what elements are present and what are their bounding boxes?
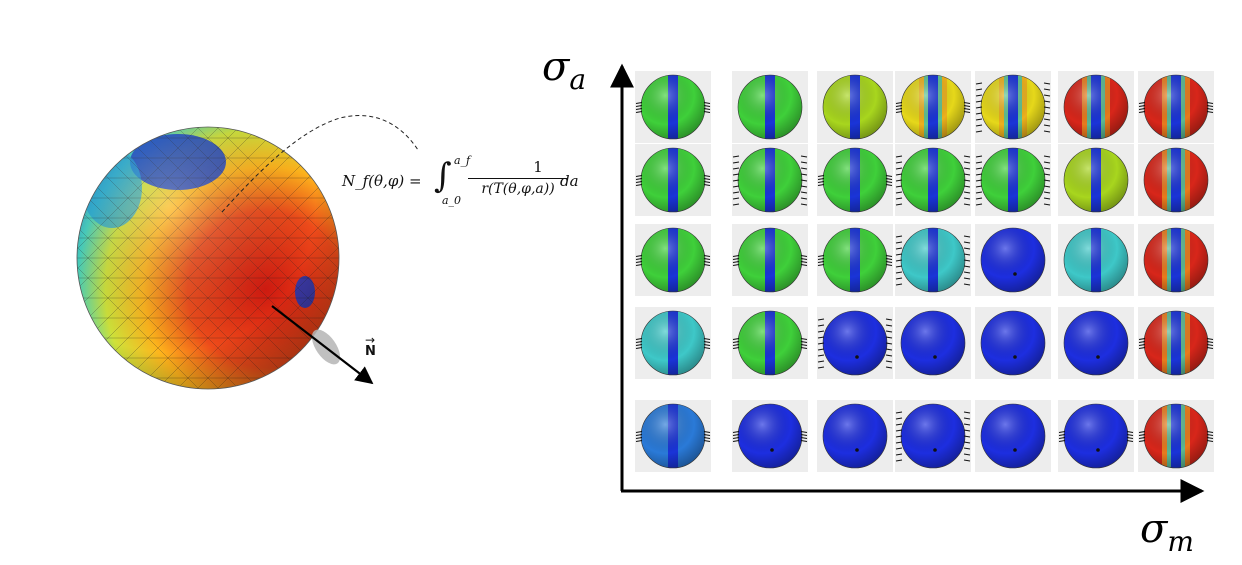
grid-sphere [817,307,893,379]
grid-sphere [1138,307,1214,379]
x-axis-subscript: m [1167,525,1194,558]
grid-sphere [732,307,808,379]
grid-sphere [635,144,711,216]
differential: da [560,172,579,190]
grid-sphere [635,71,711,143]
grid-sphere [635,307,711,379]
grid-sphere [895,307,971,379]
normal-vector-arrow [271,305,374,385]
denominator: r(T(θ,φ,a)) [481,181,555,197]
fraction: 1 r(T(θ,φ,a)) [468,158,568,197]
grid-sphere [732,400,808,472]
grid-sphere [1138,400,1214,472]
grid-sphere [732,71,808,143]
fatigue-life-formula: N_f(θ,φ) = ∫ a_f a_0 1 r(T(θ,φ,a)) da [342,154,592,218]
grid-sphere [732,224,808,296]
x-axis-symbol: σ [1140,506,1168,552]
grid-sphere [817,144,893,216]
grid-sphere [1058,224,1134,296]
grid-sphere [1058,71,1134,143]
grid-sphere [817,224,893,296]
dashed-leader-line [221,115,419,213]
integral-sign: ∫ [434,156,452,196]
grid-sphere [635,224,711,296]
formula-lhs: N_f(θ,φ) = [342,172,422,190]
grid-sphere [732,144,808,216]
normal-vector-label: → N [365,333,376,359]
grid-sphere [817,400,893,472]
grid-sphere [975,307,1051,379]
meshed-sphere [76,126,340,390]
grid-sphere [975,71,1051,143]
grid-sphere [975,224,1051,296]
grid-sphere [817,71,893,143]
y-axis-subscript: a [569,63,587,96]
sphere-grid [635,71,1214,472]
grid-sphere [895,144,971,216]
grid-sphere [1138,71,1214,143]
grid-sphere [895,400,971,472]
y-axis-label: σa [542,44,586,96]
grid-sphere [1058,307,1134,379]
numerator: 1 [533,158,543,176]
grid-sphere [1138,144,1214,216]
grid-sphere [975,144,1051,216]
x-axis-label: σm [1140,506,1194,558]
grid-sphere [1138,224,1214,296]
lower-limit: a_0 [442,194,462,207]
fraction-bar [468,178,568,179]
grid-sphere [975,400,1051,472]
grid-sphere [1058,144,1134,216]
grid-sphere [895,71,971,143]
y-axis-symbol: σ [542,44,570,90]
grid-sphere [1058,400,1134,472]
normal-label-text: N [365,344,376,359]
grid-sphere [635,400,711,472]
upper-limit: a_f [454,154,471,167]
grid-sphere [895,224,971,296]
